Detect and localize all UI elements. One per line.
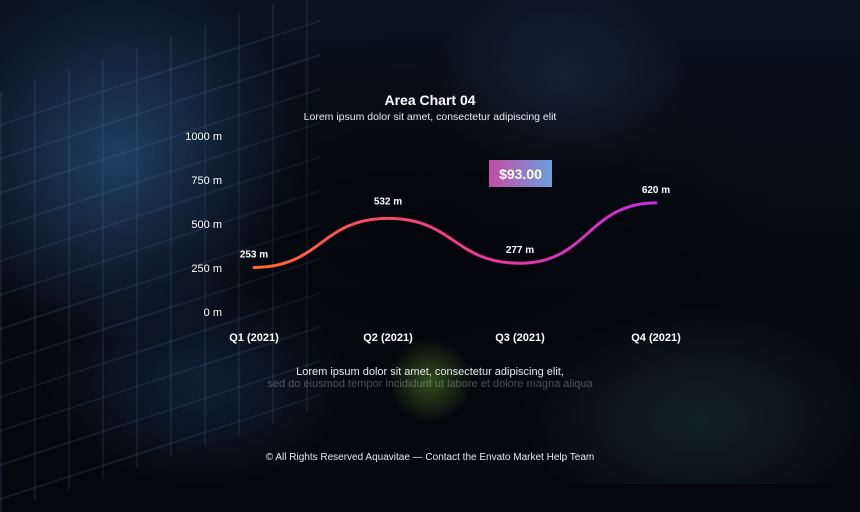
area-chart: 0 m 250 m 500 m 750 m 1000 m Q1 (2021) Q2 (20…: [185, 131, 681, 344]
background-shade: [0, 0, 860, 484]
y-tick-label: 0 m: [204, 307, 222, 319]
data-label: 253 m: [240, 249, 268, 260]
chart-title: Area Chart 04: [384, 92, 476, 108]
data-labels: 253 m 532 m 277 m 620 m: [240, 185, 670, 261]
price-badge: $93.00: [489, 160, 552, 187]
series-line: [252, 201, 658, 269]
y-tick-label: 1000 m: [185, 131, 222, 143]
x-tick-label: Q3 (2021): [495, 332, 545, 344]
x-axis: Q1 (2021) Q2 (2021) Q3 (2021) Q4 (2021): [229, 332, 681, 344]
data-label: 620 m: [642, 185, 670, 196]
caption-line-2: sed do eiusmod tempor incididunt ut labo…: [267, 378, 593, 390]
y-tick-label: 500 m: [191, 219, 222, 231]
chart-subtitle: Lorem ipsum dolor sit amet, consectetur …: [303, 111, 557, 123]
x-tick-label: Q4 (2021): [631, 332, 681, 344]
x-tick-label: Q1 (2021): [229, 332, 279, 344]
y-axis: 0 m 250 m 500 m 750 m 1000 m: [185, 131, 222, 319]
x-tick-label: Q2 (2021): [363, 332, 413, 344]
data-label: 277 m: [506, 245, 534, 256]
y-tick-label: 750 m: [191, 175, 222, 187]
caption-line-1: Lorem ipsum dolor sit amet, consectetur …: [296, 366, 564, 378]
data-label: 532 m: [374, 196, 402, 207]
footer-copyright: © All Rights Reserved Aquavitae — Contac…: [265, 452, 595, 463]
y-tick-label: 250 m: [191, 263, 222, 275]
